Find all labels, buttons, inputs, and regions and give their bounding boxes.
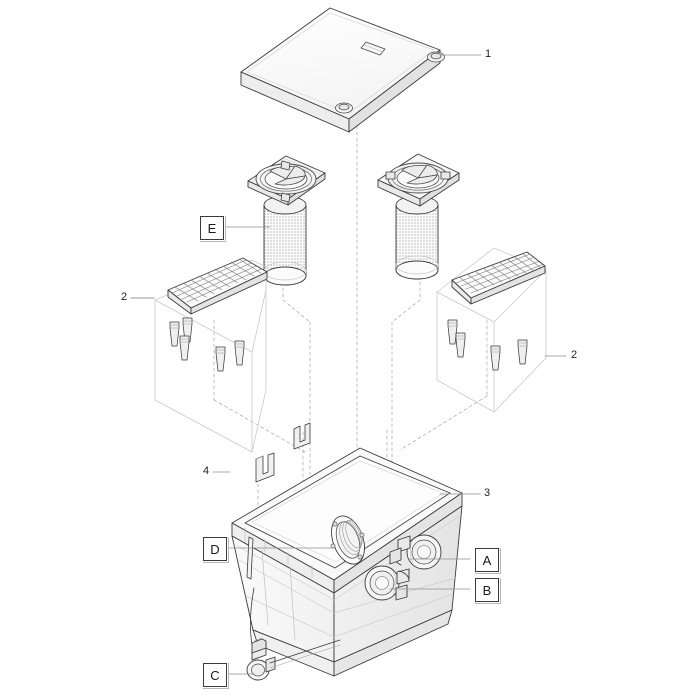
- tank-rim-hook: [246, 536, 254, 580]
- drain-valve: [246, 587, 341, 681]
- part-number-1-text: 1: [485, 48, 492, 60]
- callout-D[interactable]: D: [203, 537, 227, 561]
- part-number-2-left: 2: [121, 291, 127, 303]
- part-number-1: 1: [485, 48, 491, 60]
- part-number-4-text: 4: [203, 465, 210, 477]
- part-number-2-right: 2: [571, 349, 577, 361]
- part-lid: [240, 7, 445, 133]
- part-number-2-right-text: 2: [571, 349, 578, 361]
- port-fitting-A: [389, 534, 442, 570]
- port-fitting-B: [364, 565, 410, 601]
- callout-D-label: D: [210, 541, 220, 557]
- part-media-box-left: [154, 257, 268, 453]
- callout-B[interactable]: B: [475, 578, 499, 602]
- callout-A[interactable]: A: [475, 548, 499, 572]
- large-port: [330, 515, 365, 565]
- grate-right: [451, 251, 546, 305]
- callout-E[interactable]: E: [200, 216, 224, 240]
- leader-lines: [130, 54, 567, 675]
- nozzles-left: [169, 317, 245, 372]
- callout-B-label: B: [482, 582, 492, 598]
- callout-C[interactable]: C: [203, 663, 227, 687]
- callout-A-label: A: [482, 552, 492, 568]
- part-number-3-text: 3: [484, 487, 491, 499]
- part-number-3: 3: [484, 487, 490, 499]
- part-number-4: 4: [203, 465, 209, 477]
- retaining-clips: [255, 422, 311, 483]
- part-tank-body: [231, 447, 463, 681]
- grate-left: [167, 257, 268, 315]
- nozzles-right: [447, 319, 528, 371]
- callout-E-label: E: [207, 220, 217, 236]
- part-media-box-right: [436, 247, 547, 413]
- part-filter-cartridge-right: [377, 153, 460, 280]
- callout-C-label: C: [210, 667, 220, 683]
- part-number-2-left-text: 2: [121, 291, 128, 303]
- part-filter-cartridge-left: [247, 155, 326, 286]
